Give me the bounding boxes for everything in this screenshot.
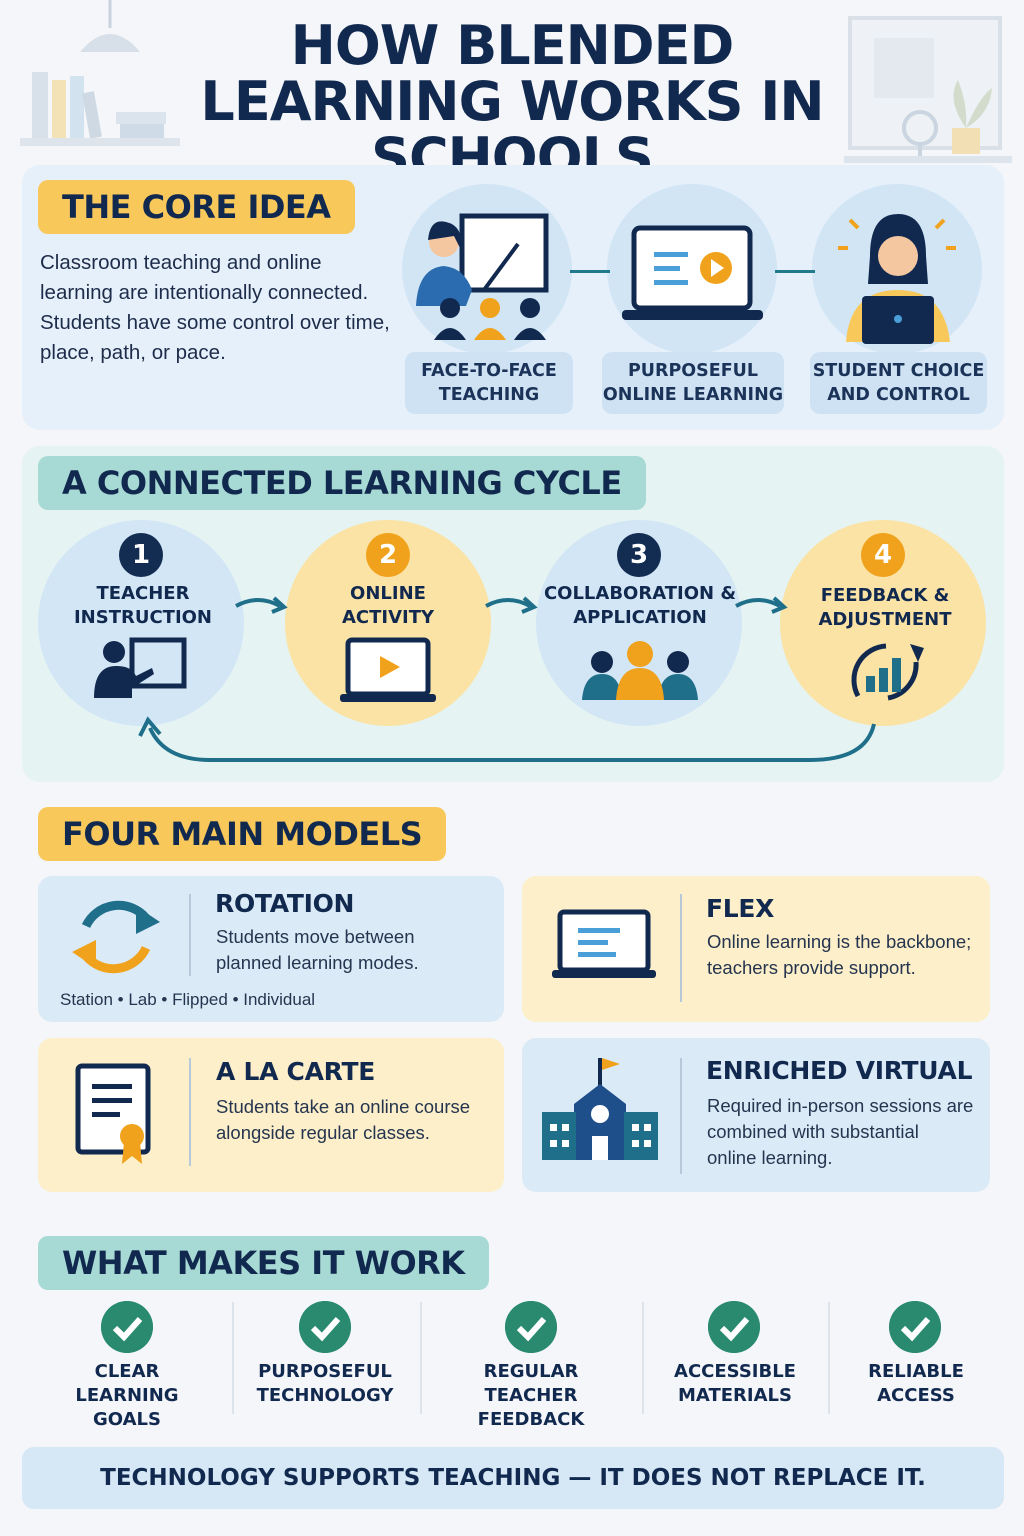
column-divider [828,1302,830,1414]
work-item-accessible-materials: ACCESSIBLE MATERIALS [650,1360,820,1408]
student-laptop-icon [838,214,956,344]
work-label-line: PURPOSEFUL [258,1361,392,1382]
model-title-rotation: ROTATION [215,889,355,918]
step-label-line: INSTRUCTION [73,607,213,628]
model-desc-line: Online learning is the backbone; [707,931,972,952]
step-label-line: COLLABORATION & [543,583,737,604]
core-tag-student-choice: STUDENT CHOICE AND CONTROL [810,352,987,414]
model-card-rotation [38,876,504,1022]
connector-line [570,270,610,273]
column-divider [642,1302,644,1414]
step-label-online-activity: ONLINE ACTIVITY [293,582,483,630]
model-desc-line: Students take an online course [216,1096,471,1117]
card-divider [680,894,682,1002]
model-desc-line: teachers provide support. [707,957,916,978]
model-desc-line: online learning. [707,1147,833,1168]
bookshelf-lamp-illustration [20,0,180,146]
growth-chart-icon [851,643,924,701]
work-item-reliable-access: RELIABLE ACCESS [836,1360,996,1408]
model-desc-line: combined with substantial [707,1121,919,1142]
arrow-right-icon [485,596,538,614]
arrow-right-icon [735,596,788,614]
model-sub-rotation: Station • Lab • Flipped • Individual [60,990,316,1009]
core-tag-face-to-face: FACE-TO-FACE TEACHING [405,352,573,414]
checkmark-icon [299,1301,351,1353]
core-tag-line: TEACHING [438,385,540,405]
arrow-right-icon [235,596,288,614]
step-label-feedback: FEEDBACK & ADJUSTMENT [788,584,982,632]
step-number: 2 [366,533,410,577]
group-icon [582,641,698,700]
work-label-line: LEARNING GOALS [75,1385,179,1430]
step-label-teacher-instruction: TEACHER INSTRUCTION [48,582,238,630]
model-title-enriched-virtual: ENRICHED VIRTUAL [706,1056,973,1085]
section-label-what-makes-it-work: WHAT MAKES IT WORK [38,1236,489,1290]
checkmark-icon [708,1301,760,1353]
column-divider [420,1302,422,1414]
core-tag-line: AND CONTROL [827,385,970,405]
step-label-line: TEACHER [96,583,190,604]
certificate-icon [75,1063,151,1164]
work-item-clear-goals: CLEAR LEARNING GOALS [40,1360,214,1432]
work-label-line: RELIABLE [868,1361,964,1382]
step-label-collaboration: COLLABORATION & APPLICATION [538,582,742,630]
step-label-line: ACTIVITY [341,607,435,628]
step-label-line: ADJUSTMENT [818,609,952,630]
work-label-line: TECHNOLOGY [256,1385,394,1406]
model-title-a-la-carte: A LA CARTE [216,1057,375,1086]
cycle-return-arrow-icon [138,716,876,762]
work-label-line: CLEAR [94,1361,160,1382]
step-number: 1 [119,533,163,577]
core-tag-online-learning: PURPOSEFUL ONLINE LEARNING [602,352,784,414]
model-desc-line: Students move between [216,926,415,947]
section-label-learning-cycle: A CONNECTED LEARNING CYCLE [38,456,646,510]
model-desc-enriched-virtual: Required in-person sessions are combined… [707,1093,973,1171]
laptop-play-icon [340,637,436,702]
core-idea-text: Classroom teaching and online learning a… [40,251,390,364]
work-label-line: REGULAR [483,1361,579,1382]
checkmark-icon [889,1301,941,1353]
model-desc-line: planned learning modes. [216,952,419,973]
work-item-purposeful-tech: PURPOSEFUL TECHNOLOGY [240,1360,410,1408]
model-desc-a-la-carte: Students take an online course alongside… [216,1094,470,1146]
work-label-line: ACCESS [877,1385,955,1406]
teacher-whiteboard-icon [416,213,549,340]
section-label-core-idea: THE CORE IDEA [38,180,355,234]
model-title-flex: FLEX [706,894,775,923]
page-title: HOW BLENDED LEARNING WORKS IN SCHOOLS [200,14,824,189]
checkmark-icon [101,1301,153,1353]
work-label-line: MATERIALS [678,1385,792,1406]
section-label-four-models: FOUR MAIN MODELS [38,807,447,861]
card-divider [189,1058,191,1166]
step-label-line: ONLINE [350,583,426,604]
laptop-icon [552,909,656,978]
work-label-line: TEACHER FEEDBACK [477,1385,585,1430]
column-divider [232,1302,234,1414]
work-label-line: ACCESSIBLE [674,1361,796,1382]
model-desc-line: Required in-person sessions are [707,1095,974,1116]
checkmark-icon [505,1301,557,1353]
teacher-board-icon [94,637,187,698]
school-building-icon [542,1058,658,1160]
step-number: 4 [861,533,905,577]
footer-banner: TECHNOLOGY SUPPORTS TEACHING — IT DOES N… [22,1447,1004,1509]
core-tag-line: FACE-TO-FACE [421,361,557,381]
rotation-arrows-icon [72,900,160,974]
step-label-line: APPLICATION [573,607,707,628]
laptop-video-icon [622,225,763,320]
connector-line [775,270,815,273]
model-desc-flex: Online learning is the backbone; teacher… [707,929,971,981]
core-tag-line: STUDENT CHOICE [812,361,985,381]
window-plant-globe-illustration [844,16,1012,163]
card-divider [680,1058,682,1174]
step-number: 3 [617,533,661,577]
model-desc-rotation: Students move between planned learning m… [216,924,419,976]
model-desc-line: alongside regular classes. [216,1122,430,1143]
step-label-line: FEEDBACK & [820,585,950,606]
core-tag-line: ONLINE LEARNING [602,385,784,405]
core-tag-line: PURPOSEFUL [627,361,759,381]
card-divider [189,894,191,976]
work-item-teacher-feedback: REGULAR TEACHER FEEDBACK [430,1360,632,1432]
